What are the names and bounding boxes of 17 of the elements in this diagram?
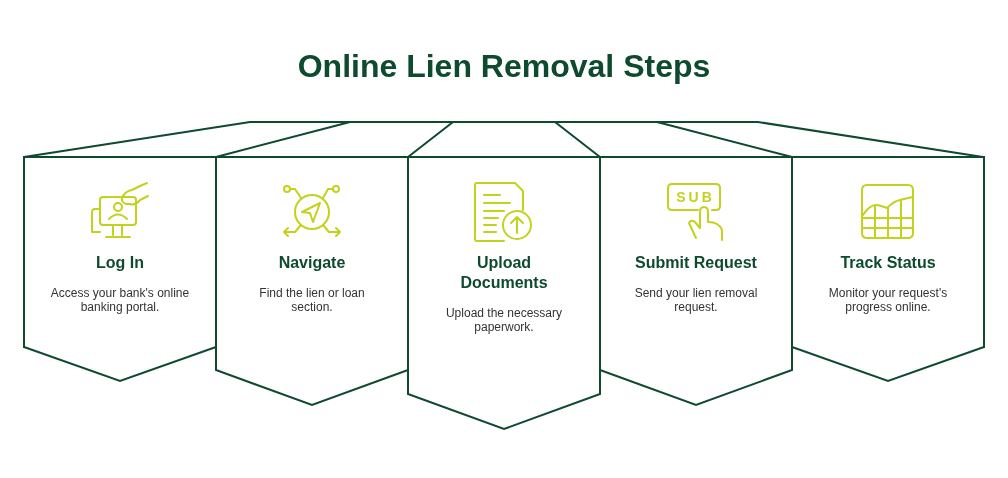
step-title: Track Status (840, 253, 936, 273)
diagram-title: Online Lien Removal Steps (297, 47, 711, 86)
step-description: Find the lien or loan section. (258, 286, 366, 314)
step-panel (24, 157, 216, 381)
step-description: Access your bank's online banking portal. (49, 286, 191, 314)
step-description: Send your lien removal request. (633, 286, 759, 314)
step-description: Upload the necessary paperwork. (444, 306, 564, 334)
step-title: Log In (96, 253, 144, 273)
step-title: Upload Documents (459, 253, 549, 293)
step-title: Navigate (278, 253, 346, 273)
step-panel (600, 157, 792, 405)
step-panel (792, 157, 984, 381)
icon-lettering: SUB (675, 188, 715, 207)
step-panel (216, 157, 408, 405)
step-panel (408, 157, 600, 429)
step-title: Submit Request (635, 253, 757, 273)
step-description: Monitor your request's progress online. (827, 286, 949, 314)
